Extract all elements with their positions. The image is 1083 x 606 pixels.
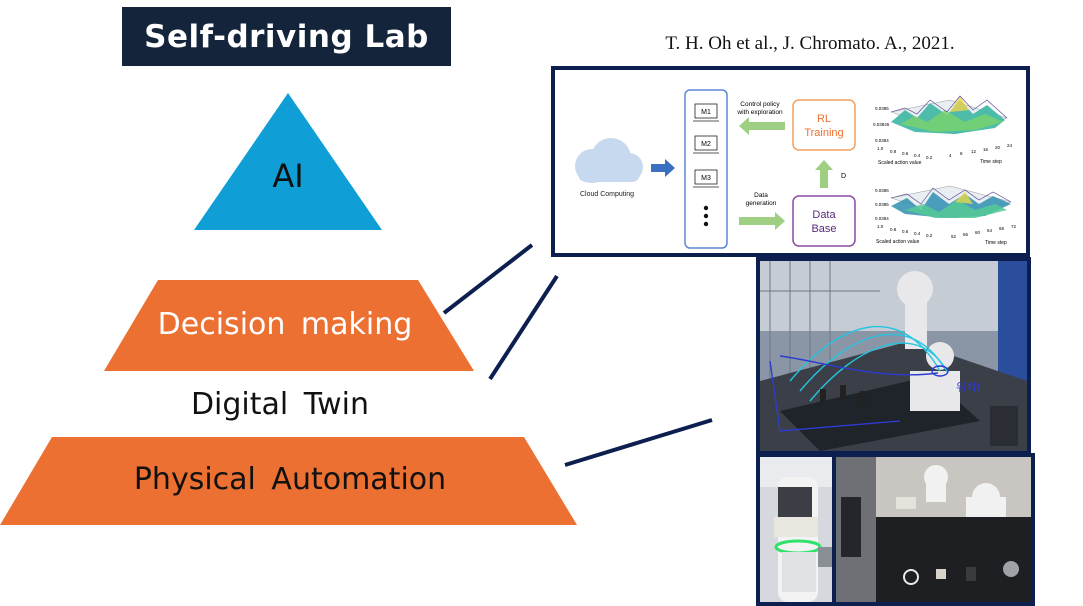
ellipsis-dots <box>703 205 709 227</box>
database-line1: Data <box>812 209 836 221</box>
plot1-x-label: Scaled action value <box>878 160 922 166</box>
plot2-x-tick-2: 0.8 <box>890 227 897 232</box>
rl-training-box <box>792 99 856 151</box>
connector-line-3 <box>564 418 713 467</box>
plot2-z-tick-3: 0.0384 <box>875 216 889 221</box>
plot2-x-tick-1: 1.0 <box>877 224 884 229</box>
robot-arm-photo-graphic: 위치! <box>760 261 1027 451</box>
plot2-y-tick-3: 60 <box>975 230 981 235</box>
plot2-y-tick-1: 52 <box>951 234 957 239</box>
machine-label-m3: M3 <box>701 175 711 182</box>
arrow-up-green-icon <box>815 160 833 188</box>
title-banner: Self-driving Lab <box>122 7 451 66</box>
database-line2: Base <box>811 223 836 235</box>
decision-trapezoid <box>104 280 474 371</box>
machine-list-box <box>684 89 728 249</box>
rl-training-line2: Training <box>804 127 843 139</box>
plot1-y-tick-6: 24 <box>1007 143 1013 148</box>
surface-plot-1 <box>890 95 1008 135</box>
rl-schematic-figure: Cloud Computing M1 M2 M3 Control policy … <box>551 66 1030 257</box>
machine-icon-m3 <box>693 169 719 188</box>
plot1-x-tick-1: 1.0 <box>877 146 884 151</box>
machine-label-m1: M1 <box>701 109 711 116</box>
arrow-right-icon <box>651 159 675 177</box>
control-policy-label-1: Control policy <box>740 101 780 108</box>
machine-icon-m1 <box>693 103 719 122</box>
citation: T. H. Oh et al., J. Chromato. A., 2021. <box>665 33 955 54</box>
photo-annotation: 위치! <box>956 381 981 394</box>
plot2-y-tick-2: 56 <box>963 232 969 237</box>
cloud-icon <box>575 138 643 183</box>
plot2-y-tick-6: 72 <box>1011 224 1017 229</box>
rl-schematic-graphics: Cloud Computing M1 M2 M3 Control policy … <box>575 89 1017 249</box>
plot1-y-tick-1: 4 <box>949 153 952 158</box>
plot2-z-tick-2: 0.0385 <box>875 202 889 207</box>
robot-arm-photo: 위치! <box>756 257 1031 455</box>
plot1-x-tick-5: 0.2 <box>926 155 933 160</box>
workspace-photo <box>832 453 1035 606</box>
plot2-x-tick-4: 0.4 <box>914 231 921 236</box>
arrow-left-green-icon <box>739 117 785 135</box>
plot1-y-tick-2: 8 <box>960 151 963 156</box>
plot1-y-tick-5: 20 <box>995 145 1001 150</box>
data-generation-label-2: generation <box>746 200 777 207</box>
machine-icon-m2 <box>693 135 719 154</box>
gripper-photo-graphic <box>760 457 832 602</box>
cloud-label: Cloud Computing <box>580 191 634 198</box>
plot2-y-label: Time step <box>985 240 1007 246</box>
surface-plot-2 <box>890 185 1012 219</box>
connector-line-2 <box>488 274 559 381</box>
arrow-right-green-icon <box>739 212 785 230</box>
plot1-x-tick-2: 0.8 <box>890 149 897 154</box>
plot2-y-tick-5: 68 <box>999 226 1005 231</box>
plot1-y-tick-4: 16 <box>983 147 989 152</box>
plot2-y-tick-4: 64 <box>987 228 993 233</box>
automation-trapezoid <box>0 437 577 525</box>
workspace-photo-graphic <box>836 457 1031 602</box>
plot1-z-tick-2: 0.03845 <box>873 122 890 127</box>
plot2-x-label: Scaled action value <box>876 239 920 245</box>
plot1-x-tick-3: 0.6 <box>902 151 909 156</box>
plot2-x-tick-3: 0.6 <box>902 229 909 234</box>
ai-label: AI <box>272 157 304 195</box>
machine-label-m2: M2 <box>701 141 711 148</box>
physical-automation-label: Physical Automation <box>133 462 447 497</box>
d-label: D <box>841 173 846 180</box>
plot1-y-label: Time step <box>980 159 1002 165</box>
data-generation-label-1: Data <box>754 192 768 199</box>
decision-making-label: Decision making <box>157 307 413 342</box>
plot1-z-tick-1: 0.0385 <box>875 106 889 111</box>
database-box <box>792 195 856 247</box>
gripper-photo <box>756 453 836 606</box>
title-text: Self-driving Lab <box>144 18 429 55</box>
plot2-x-tick-5: 0.2 <box>926 233 933 238</box>
ai-triangle <box>194 93 382 230</box>
connector-line-1 <box>442 243 534 315</box>
plot1-z-tick-3: 0.0384 <box>875 138 889 143</box>
plot2-z-tick-1: 0.0386 <box>875 188 889 193</box>
digital-twin-label: Digital Twin <box>190 387 370 422</box>
control-policy-label-2: with exploration <box>736 109 783 116</box>
plot1-y-tick-3: 12 <box>971 149 977 154</box>
plot1-x-tick-4: 0.4 <box>914 153 921 158</box>
rl-training-line1: RL <box>817 113 831 125</box>
